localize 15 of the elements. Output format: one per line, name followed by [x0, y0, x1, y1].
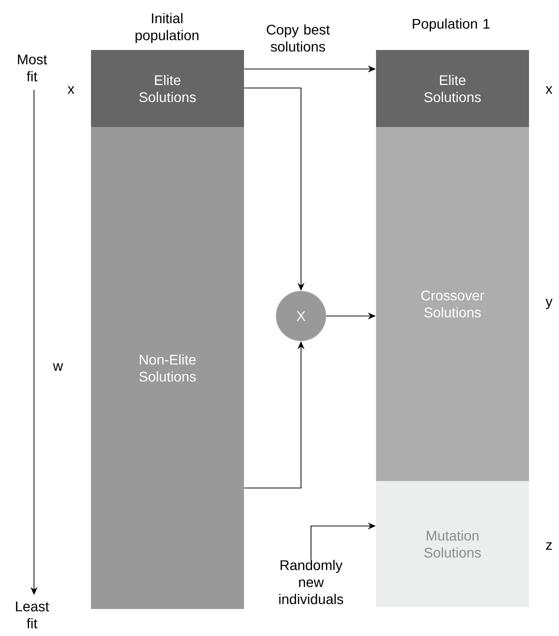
solution-block: Elite Solutions — [91, 50, 244, 127]
row-letter: x — [546, 86, 552, 94]
row-letter: z — [546, 542, 552, 550]
column-heading: Population 1 — [412, 18, 490, 32]
axis-label: Least fit — [16, 602, 50, 628]
source-text: Randomly new individuals — [279, 560, 344, 604]
row-letter: y — [546, 298, 552, 310]
row-letter: w — [52, 363, 64, 371]
edge-label: Copy best solutions — [257, 23, 339, 53]
solution-block: Non-Elite Solutions — [91, 127, 244, 609]
row-letter: x — [68, 86, 74, 94]
solution-block: Crossover Solutions — [376, 127, 529, 481]
solution-block: Mutation Solutions — [376, 481, 529, 607]
axis-label: Most fit — [18, 54, 48, 82]
solution-block: Elite Solutions — [376, 50, 529, 127]
